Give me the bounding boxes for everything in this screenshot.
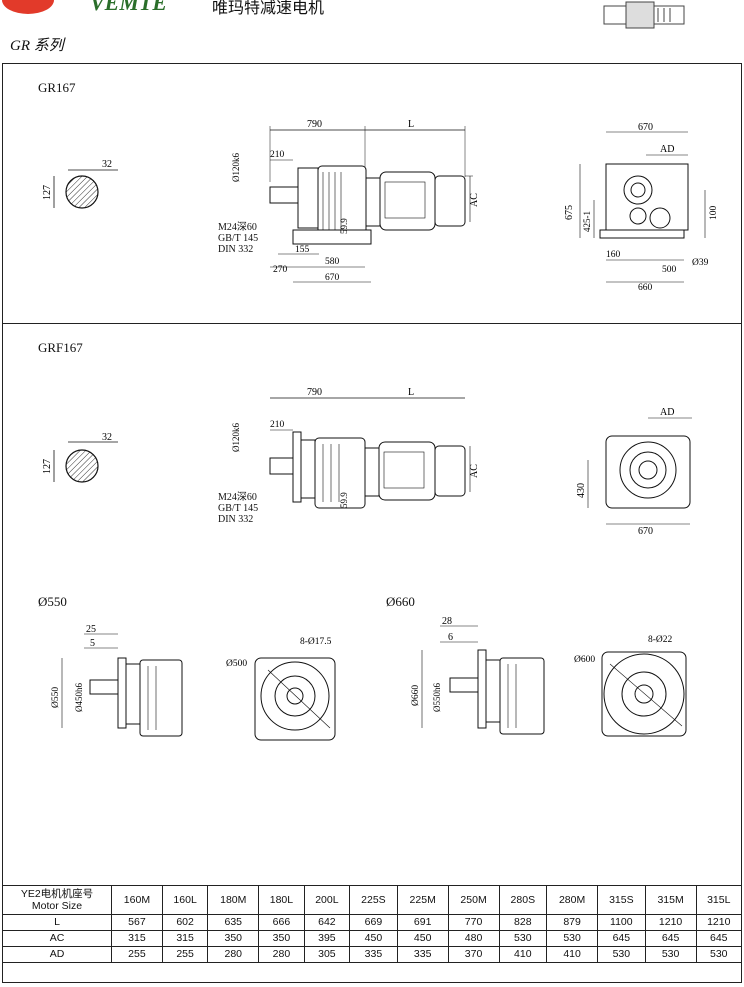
- svg-text:100: 100: [709, 206, 719, 221]
- drawing-frame: [2, 63, 742, 983]
- size-cell: 200L: [303, 885, 351, 915]
- svg-text:59.9: 59.9: [339, 492, 349, 508]
- flange660-views: 28 6 Ø660 Ø550h6 Ø600 8-Ø22: [411, 616, 687, 737]
- svg-text:670: 670: [638, 122, 653, 133]
- size-cell: 225S: [349, 885, 398, 915]
- svg-text:155: 155: [295, 245, 310, 255]
- grf167-side-view: AD 430 670: [576, 407, 692, 537]
- svg-text:25: 25: [86, 624, 96, 635]
- svg-text:8-Ø17.5: 8-Ø17.5: [300, 637, 332, 647]
- brand-name: 唯玛特减速电机: [212, 0, 325, 17]
- size-cell: 280M: [546, 885, 599, 915]
- svg-text:Ø450h6: Ø450h6: [74, 683, 84, 712]
- svg-text:AC: AC: [469, 193, 480, 207]
- gr167-front-view: 790 L Ø120k6 210 AC 59.9 155 270 580 670: [231, 119, 480, 283]
- table-row: AD 255 255 280 280 305 335 335 370 410 4…: [2, 946, 743, 963]
- svg-text:Ø660: Ø660: [411, 685, 421, 706]
- svg-text:8-Ø22: 8-Ø22: [648, 635, 673, 645]
- size-cell: 160L: [161, 885, 209, 915]
- svg-text:670: 670: [325, 273, 340, 283]
- svg-text:5: 5: [90, 638, 95, 649]
- series-title: GR 系列: [10, 38, 64, 54]
- gr167-shaft-section: 32 127: [42, 159, 118, 209]
- brand-logo-icon: [2, 0, 54, 14]
- table-row: L 567 602 635 666 642 669 691 770 828 87…: [2, 914, 743, 931]
- svg-text:Ø600: Ø600: [574, 655, 595, 665]
- svg-text:Ø550h6: Ø550h6: [432, 683, 442, 712]
- page-header: VEMTE 唯玛特减速电机 GR 系列: [0, 0, 744, 62]
- brand-banner: VEMTE: [2, 0, 167, 15]
- section-divider: [2, 323, 742, 324]
- gr167-side-view: 670 AD 675 425-1 100 160 500 Ø39 660: [564, 122, 719, 293]
- svg-text:L: L: [408, 387, 414, 398]
- svg-text:790: 790: [307, 387, 322, 398]
- size-cell: 280S: [498, 885, 548, 915]
- shaft-key-dim: 32: [102, 159, 112, 170]
- size-cell: 225M: [396, 885, 449, 915]
- svg-text:210: 210: [270, 420, 285, 430]
- size-cell: 250M: [447, 885, 500, 915]
- svg-text:127: 127: [42, 459, 53, 474]
- svg-text:160: 160: [606, 250, 621, 260]
- size-cell: 180M: [207, 885, 260, 915]
- size-cell: 315S: [597, 885, 646, 915]
- svg-text:270: 270: [273, 265, 288, 275]
- svg-text:675: 675: [564, 205, 575, 220]
- svg-text:425-1: 425-1: [582, 211, 592, 232]
- svg-text:Ø39: Ø39: [692, 258, 709, 268]
- svg-text:500: 500: [662, 265, 677, 275]
- svg-text:L: L: [408, 119, 414, 130]
- svg-text:660: 660: [638, 283, 653, 293]
- size-cell: 160M: [111, 885, 163, 915]
- gearmotor-thumbnail: [603, 1, 685, 29]
- svg-text:670: 670: [638, 526, 653, 537]
- svg-text:Ø120k6: Ø120k6: [231, 423, 241, 452]
- table-row: AC 315 315 350 350 395 450 450 480 530 5…: [2, 930, 743, 947]
- svg-text:430: 430: [576, 483, 587, 498]
- svg-text:Ø120k6: Ø120k6: [231, 153, 241, 182]
- flange550-views: 25 5 Ø550 Ø450h6 Ø500 8-Ø17.5: [51, 624, 336, 741]
- svg-text:Ø550: Ø550: [51, 687, 61, 708]
- svg-text:580: 580: [325, 257, 340, 267]
- svg-text:32: 32: [102, 432, 112, 443]
- shaft-height-dim: 127: [42, 185, 53, 200]
- flange660-title: Ø660: [386, 594, 415, 609]
- flange550-title: Ø550: [38, 594, 67, 609]
- svg-text:AD: AD: [660, 407, 674, 418]
- svg-text:AC: AC: [469, 464, 480, 478]
- size-cell: 315M: [644, 885, 697, 915]
- size-cell: 180L: [258, 885, 305, 915]
- svg-text:28: 28: [442, 616, 452, 627]
- svg-text:6: 6: [448, 632, 453, 643]
- grf167-front-view: 790 L Ø120k6 210 AC 59.9: [231, 387, 480, 509]
- grf167-title: GRF167: [38, 340, 83, 355]
- svg-text:AD: AD: [660, 144, 674, 155]
- brand-logo-letters: VEMTE: [90, 0, 167, 15]
- size-cell: 315L: [695, 885, 743, 915]
- svg-text:790: 790: [307, 119, 322, 130]
- grf167-shaft-section: 32 127: [42, 432, 118, 483]
- svg-text:59.9: 59.9: [339, 218, 349, 234]
- svg-text:Ø500: Ø500: [226, 659, 247, 669]
- gr167-title: GR167: [38, 80, 76, 95]
- svg-text:210: 210: [270, 150, 285, 160]
